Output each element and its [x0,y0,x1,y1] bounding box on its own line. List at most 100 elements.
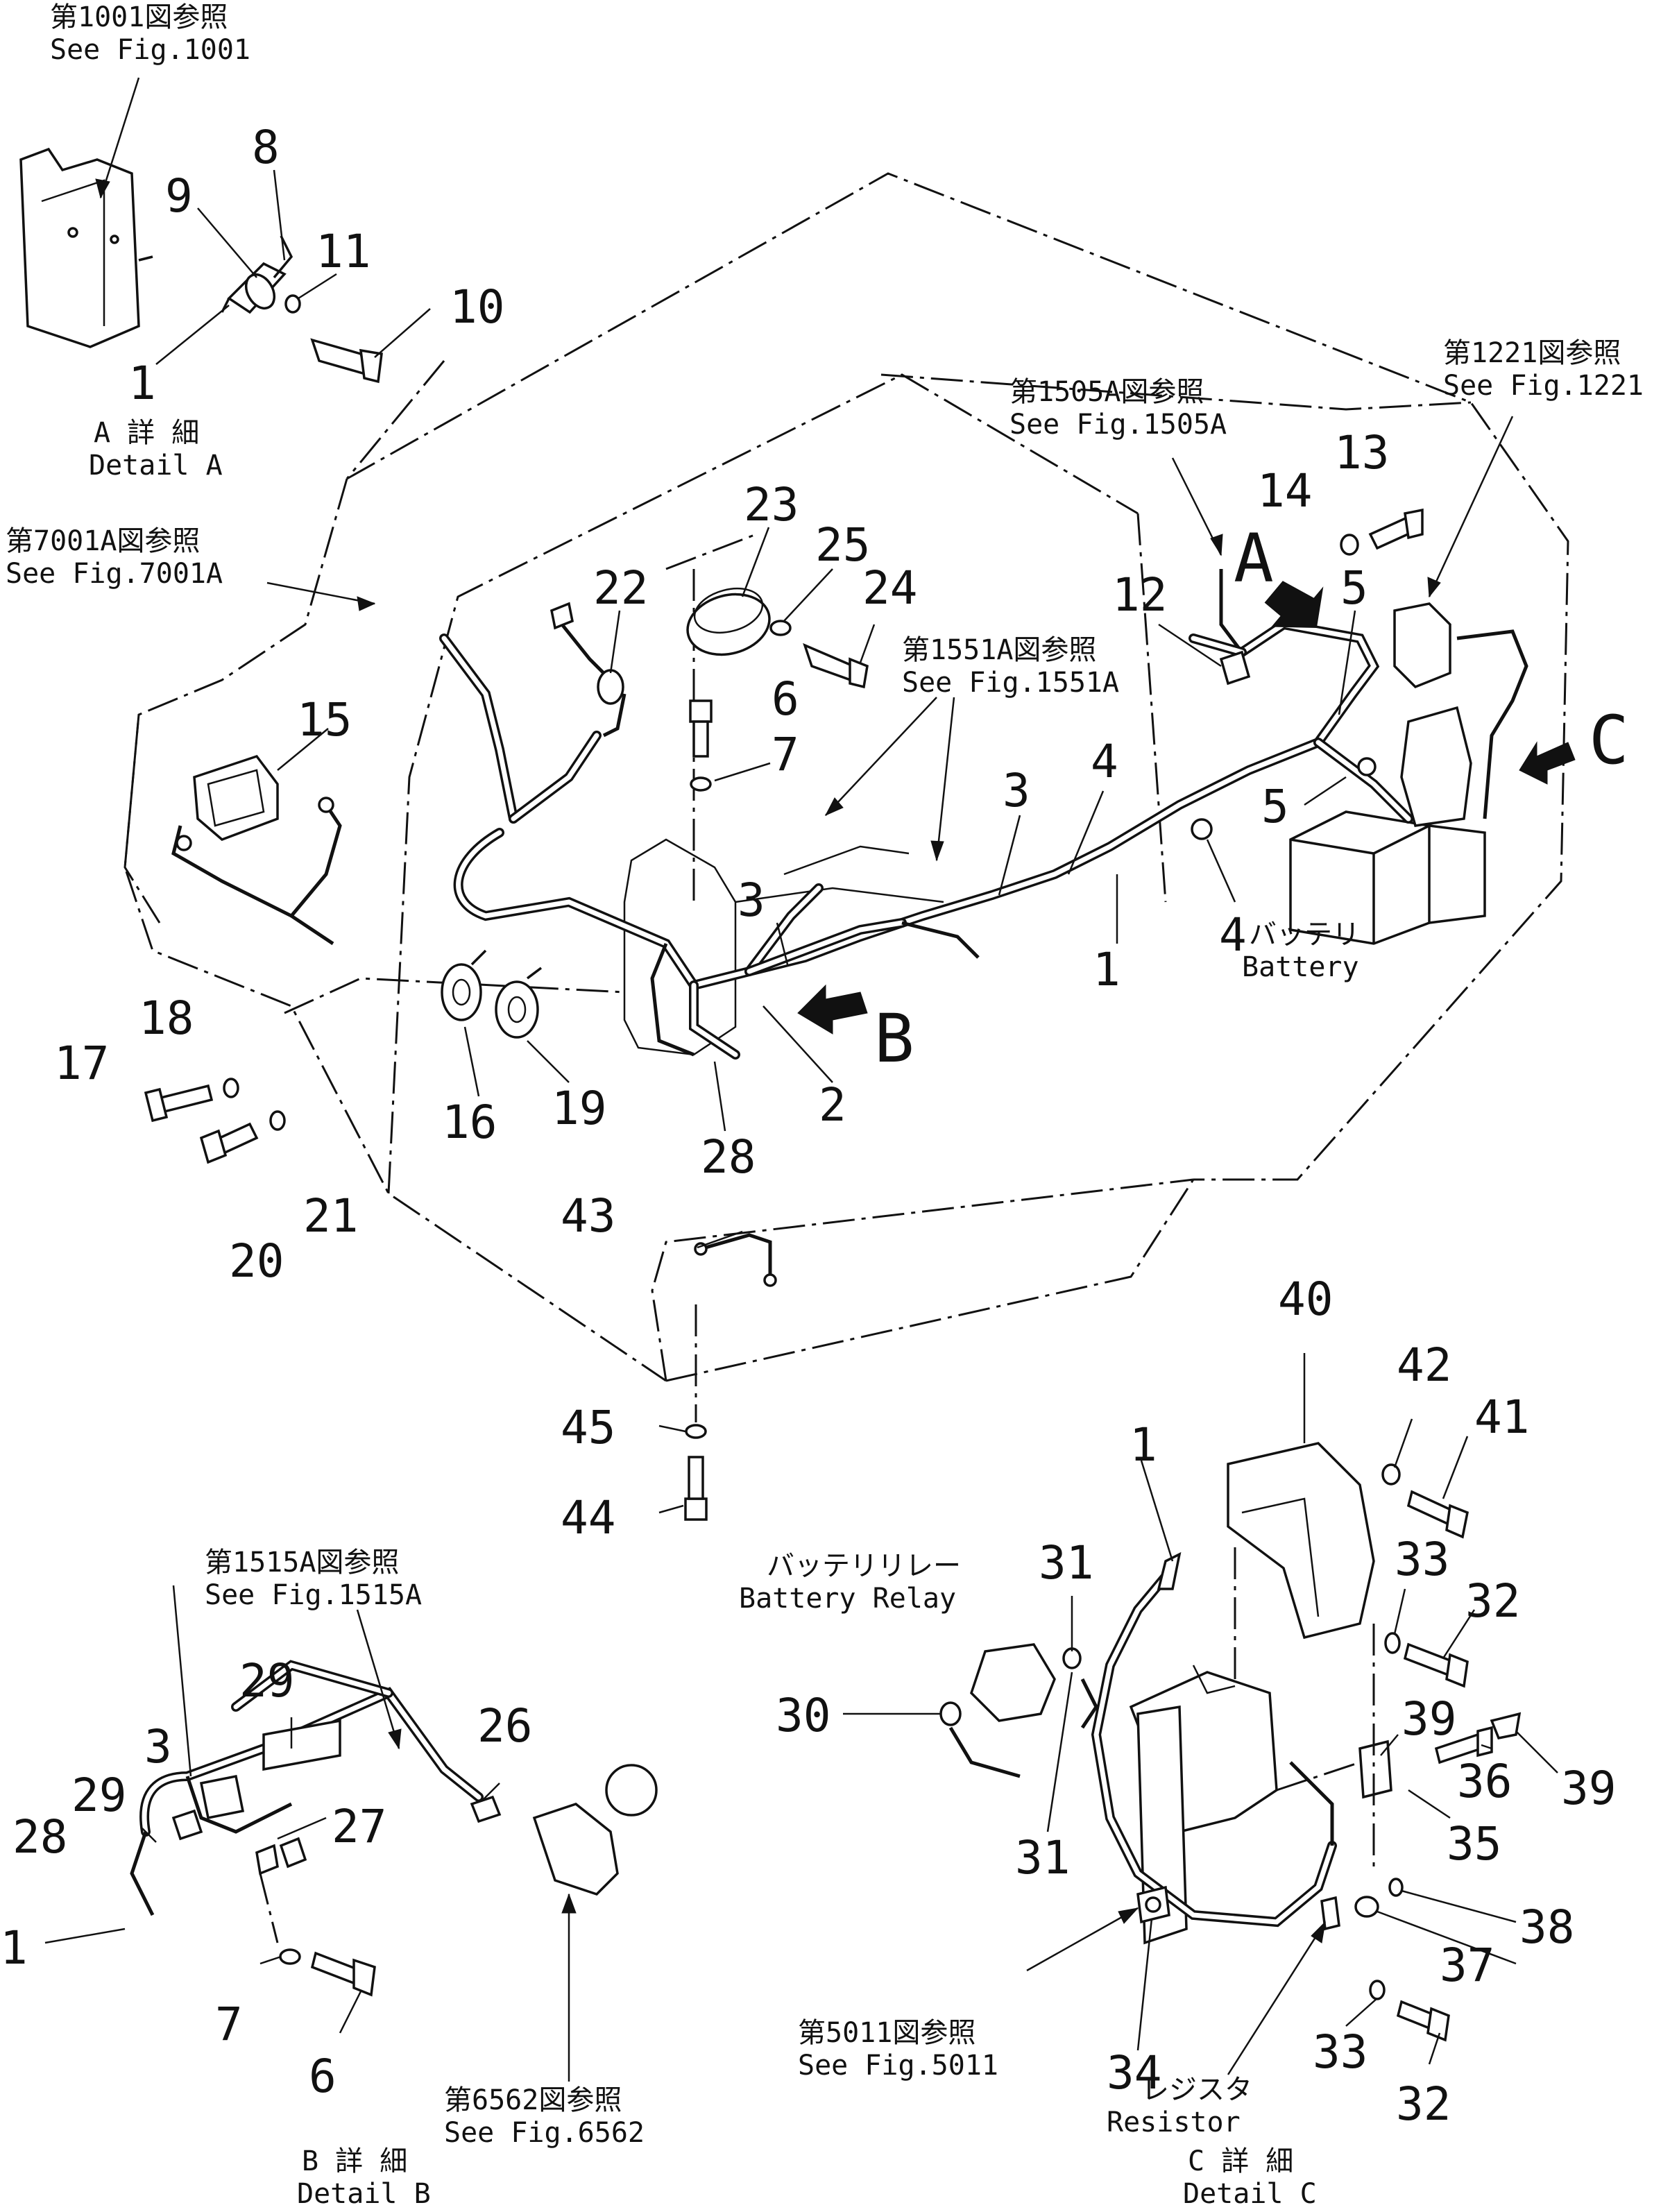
relay-bracket-main [1400,706,1472,827]
annotation-label: バッテリ [1249,919,1360,951]
part-number-label: 3 [1003,764,1030,817]
annotation-label: 第1551A図参照 [902,634,1096,666]
component-labels: バッテリ Battery バッテリリレー Battery Relay レジスタ … [739,919,1360,2138]
part-number-label: 39 [1401,1692,1456,1746]
resistor [1320,1896,1340,1931]
part-number-label: 18 [139,992,194,1045]
part-number-label: 37 [1440,1939,1494,1992]
sensor-26 [470,1795,502,1823]
part-number-label: 30 [776,1689,830,1742]
cover-40 [1227,1442,1375,1640]
part-number-label: 33 [1395,1533,1449,1586]
washer-25 [769,620,792,636]
relay-39 [1358,1739,1392,1799]
washer-21 [269,1110,286,1131]
ground-parts [684,1233,777,1521]
part-number-label: 14 [1257,464,1312,518]
relay-top [1393,602,1451,689]
part-number-label: 5 [1261,780,1289,833]
washer-18 [223,1078,239,1098]
part-number-label: 3 [144,1720,172,1773]
part-number-label: 7 [772,728,799,781]
part-number-label: 22 [593,561,648,615]
bolt-6-head [689,699,713,723]
part-number-label: 44 [561,1491,615,1545]
part-number-label: 5 [1340,561,1368,615]
annotation-label: See Fig.1505A [1009,409,1227,441]
view-letter: B [874,1000,914,1078]
part-number-label: 4 [1091,735,1118,788]
battery-boxes [1289,810,1486,945]
part-number-label: 28 [12,1810,67,1864]
part-number-label: 24 [862,561,917,615]
part-number-label: 7 [215,1998,243,2051]
annotation-label: See Fig.1551A [902,667,1119,699]
part-number-label: 1 [1130,1418,1157,1472]
view-letter: C [1589,701,1629,779]
part-number-label: 33 [1313,2025,1367,2079]
part-number-label: 26 [477,1699,532,1753]
part-number-label: 23 [744,478,799,531]
working-light-15 [171,754,342,946]
washer-7b [279,1948,301,1965]
nut-31 [1062,1647,1082,1669]
part-number-label: 31 [1039,1536,1093,1590]
terminal-39b [1490,1712,1522,1740]
washer-11 [284,294,301,314]
leader-arrowheads [95,178,1441,1943]
part-number-label: 45 [561,1401,615,1454]
part-numbers-detail-b: 29 3 29 28 27 26 1 7 6 [0,1654,532,2103]
part-numbers-detail-a: 8 9 11 10 1 [128,121,504,410]
bolt-10 [310,338,370,377]
washer-14 [1340,534,1359,556]
view-arrows [797,581,1576,1035]
machine-body-outline [123,172,1569,1382]
part-number-label: 6 [309,2050,336,2103]
washer-7 [690,776,712,792]
part-number-label: 15 [297,693,352,747]
annotation-label: Detail A [89,450,223,482]
part-number-label: 32 [1465,1574,1520,1628]
annotation-label: See Fig.1221 [1443,370,1644,402]
annotation-label: See Fig.7001A [6,558,223,590]
view-letters: A B C [874,520,1629,1078]
part-number-label: 6 [772,672,799,726]
part-23 [686,593,771,656]
annotation-label: See Fig.5011 [798,2050,998,2082]
annotation-label: See Fig.1001 [50,34,250,66]
annotation-label: B 詳 細 [302,2145,407,2177]
annotation-label: See Fig.1515A [205,1579,422,1611]
part-number-label: 29 [71,1769,126,1822]
part-number-label: 3 [738,874,765,927]
annotation-label: 第6562図参照 [444,2084,622,2116]
part-number-label: 41 [1474,1390,1529,1444]
parts-top-right [1188,508,1528,840]
part-number-label: 25 [815,518,870,572]
annotation-label: Battery Relay [739,1583,956,1615]
reference-labels: 第1001図参照 See Fig.1001 第7001A図参照 See Fig.… [6,1,1644,2149]
annotation-label: 第5011図参照 [798,2017,975,2049]
part-number-label: 1 [1093,943,1121,996]
part-number-label: 29 [239,1654,294,1708]
bolt-32 [1403,1642,1456,1678]
annotation-label: レジスタ [1141,2074,1252,2106]
detail-titles: A 詳 細 Detail A B 詳 細 Detail B C 詳 細 Deta… [89,417,1317,2210]
washer-45 [685,1424,707,1439]
view-letter: A [1234,520,1274,597]
annotation-label: 第1001図参照 [50,1,228,33]
nut-37 [1354,1896,1379,1918]
part-number-label: 28 [701,1130,756,1184]
main-harness [439,569,1413,1060]
annotation-label: See Fig.6562 [444,2117,645,2149]
part-number-label: 34 [1107,2046,1161,2100]
part-number-label: 1 [0,1921,28,1975]
part-number-label: 11 [316,225,370,278]
terminal-30 [939,1701,962,1726]
annotation-label: C 詳 細 [1188,2145,1293,2177]
part-number-label: 1 [128,357,156,410]
detail-a-drawing [19,147,383,384]
part-number-label: 21 [303,1189,358,1243]
part-number-label: 32 [1396,2077,1451,2131]
part-number-label: 16 [442,1096,497,1149]
